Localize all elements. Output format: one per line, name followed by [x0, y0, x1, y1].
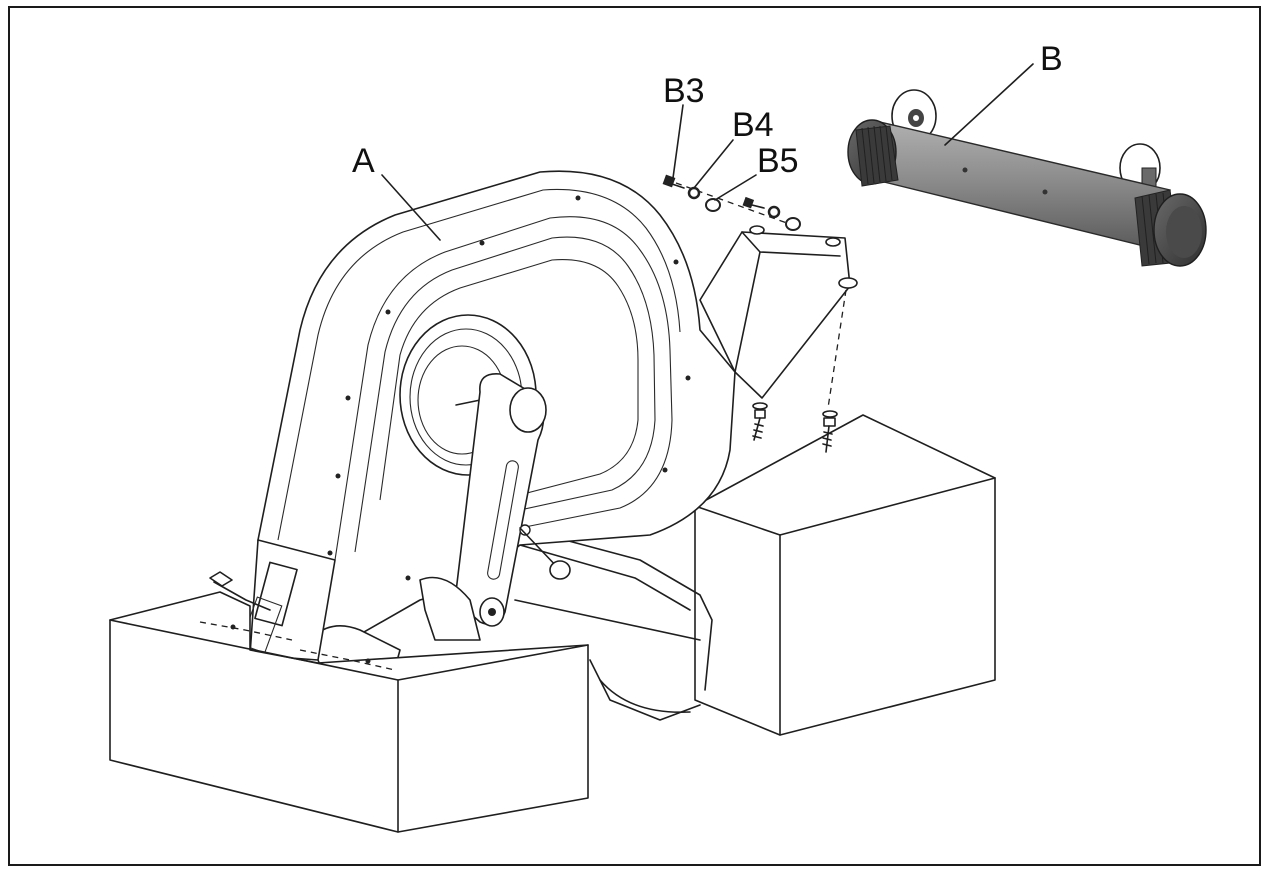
label-b3: B3	[663, 72, 705, 110]
bolt-b3-icon	[662, 174, 685, 189]
rivets	[327, 195, 691, 581]
left-box	[109, 591, 589, 833]
washer-b4-icon	[687, 186, 701, 200]
hardware-set	[662, 174, 801, 231]
bolt-second-icon	[742, 196, 801, 231]
crank-arm	[454, 373, 547, 627]
stabilizer-tube-b	[847, 89, 1207, 267]
right-box	[694, 414, 996, 736]
mount-bolts	[752, 289, 847, 453]
label-a: A	[352, 142, 375, 180]
front-column	[239, 539, 336, 661]
end-cap-left	[847, 119, 899, 187]
label-b: B	[1040, 40, 1063, 78]
base-rails	[514, 527, 713, 721]
leader-lines	[381, 63, 1034, 241]
end-cap-right	[1134, 189, 1207, 267]
label-b4: B4	[732, 106, 774, 144]
rear-frame	[699, 225, 858, 399]
linkage	[309, 527, 571, 669]
power-cord	[209, 571, 271, 611]
washer-b5-icon	[705, 198, 721, 212]
part-labels: A B B3 B4 B5	[352, 40, 1063, 180]
label-b5: B5	[757, 142, 799, 180]
